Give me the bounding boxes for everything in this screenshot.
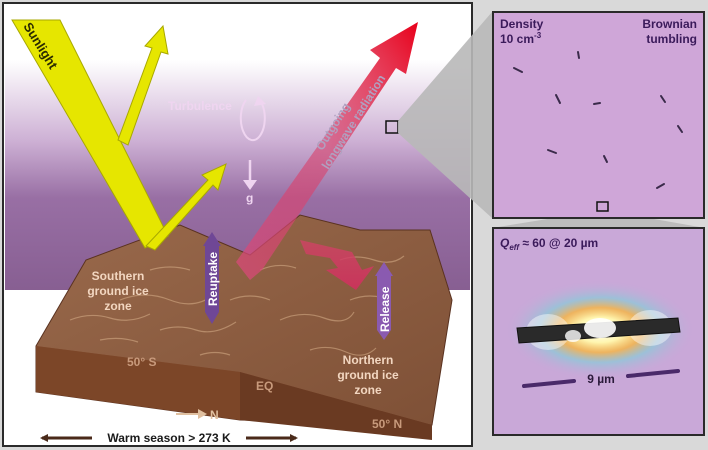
latitude-50s-label: 50° S <box>127 355 156 369</box>
particle <box>677 125 683 133</box>
back-radiation-arrow <box>300 240 374 290</box>
particle-highlight <box>584 318 616 338</box>
particle <box>577 51 580 59</box>
outgoing-radiation <box>236 22 418 290</box>
particle <box>660 95 666 103</box>
release-arrow <box>375 262 393 340</box>
particle <box>513 67 523 73</box>
southern-zone-line3: zone <box>104 299 132 313</box>
turbulence-symbol <box>239 96 266 190</box>
terrain-left-face <box>36 346 240 420</box>
sunlight-reflected-arrow-top <box>117 24 169 146</box>
northern-zone-line2: ground ice <box>337 368 399 382</box>
terrain-right-face <box>240 372 432 440</box>
inset-bottom: Qeff ≈ 60 @ 20 µm 9 µm <box>492 227 705 436</box>
season-bar: Warm season > 273 K <box>40 431 298 445</box>
equator-label: EQ <box>256 379 273 393</box>
zoom-connector-bottom <box>492 211 705 228</box>
sunlight-beams <box>11 19 227 251</box>
southern-zone-line1: Southern <box>92 269 145 283</box>
particle <box>593 102 601 105</box>
particle <box>555 94 561 104</box>
southern-zone-line2: ground ice <box>87 284 149 298</box>
northern-zone-line3: zone <box>354 383 382 397</box>
scale-bar: 9 µm <box>522 369 680 388</box>
turbulence-label: Turbulence <box>168 99 232 113</box>
turbulence-loop-icon <box>239 99 266 142</box>
zoom-marker-inset <box>596 201 609 212</box>
latitude-50n-label: 50° N <box>372 417 402 431</box>
northern-zone-label: Northern ground ice zone <box>337 353 399 397</box>
inset-top-frame <box>492 11 705 219</box>
season-bar-label: Warm season > 273 K <box>107 431 231 445</box>
particles <box>513 51 683 189</box>
release-label: Release <box>378 286 392 332</box>
inset-top: Density 10 cm-3 Brownian tumbling <box>492 11 705 219</box>
brownian-label-line1: Brownian <box>642 17 697 31</box>
particle <box>603 155 608 163</box>
gravity-label: g <box>246 191 253 205</box>
q-eff-label: Qeff ≈ 60 @ 20 µm <box>500 236 598 252</box>
particle <box>547 149 557 154</box>
main-panel: Sunlight Turbulence g Outgoing longwave … <box>2 2 473 447</box>
density-value: 10 cm-3 <box>500 31 542 46</box>
reuptake-arrow <box>203 232 221 324</box>
density-label: Density <box>500 17 544 31</box>
brownian-label-line2: tumbling <box>646 32 697 46</box>
north-arrow-label: N <box>210 408 219 422</box>
particle <box>656 183 665 189</box>
southern-zone-label: Southern ground ice zone <box>87 269 149 313</box>
sunlight-reflected-arrow-surface <box>145 163 227 251</box>
reuptake-label: Reuptake <box>206 252 220 306</box>
northern-zone-line1: Northern <box>343 353 394 367</box>
scale-bar-label: 9 µm <box>587 372 615 386</box>
zoom-connector-top <box>398 12 492 218</box>
outgoing-radiation-arrow <box>236 22 418 280</box>
